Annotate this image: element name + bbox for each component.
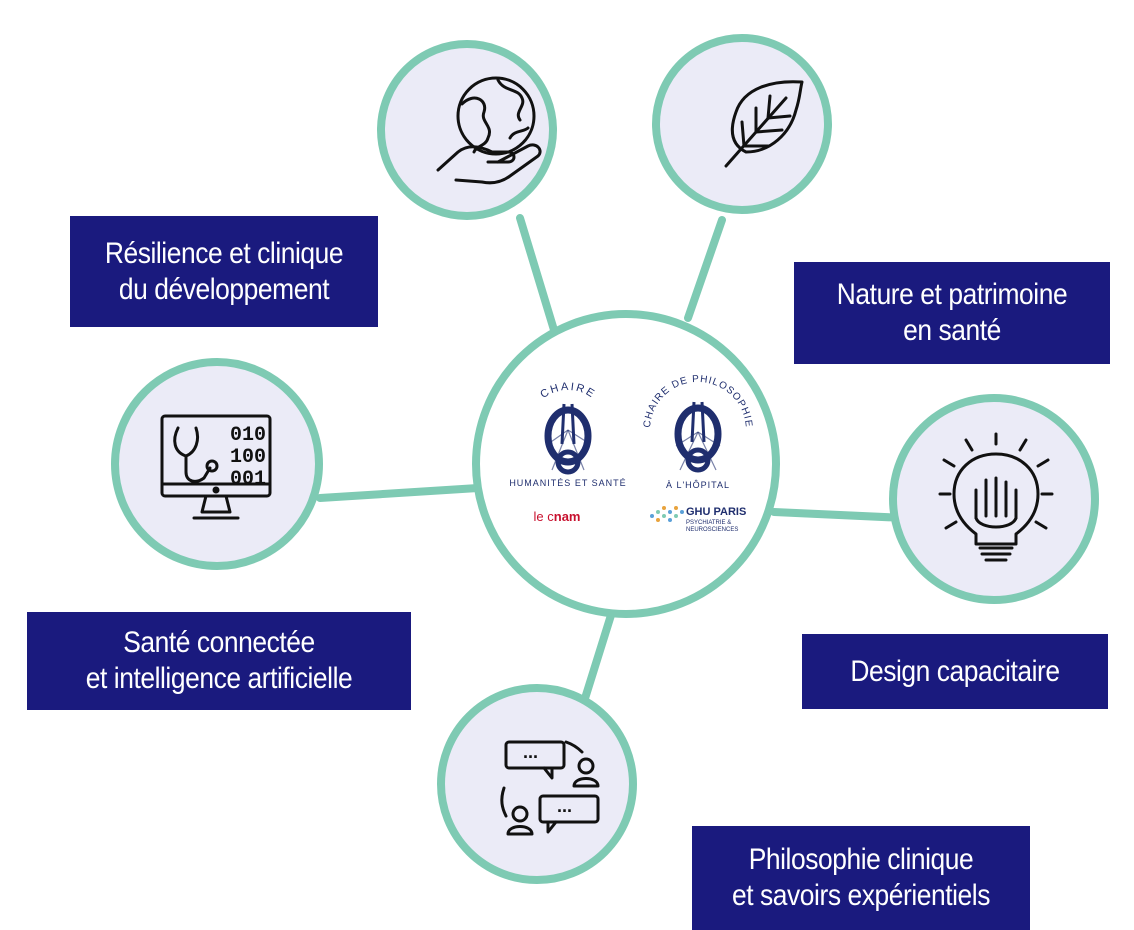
node-sante-connectee: 010 100 001 <box>111 358 323 570</box>
globe-in-hand-icon <box>436 76 542 185</box>
node-nature <box>652 34 832 214</box>
logo-right-bottom-text: À L'HÔPITAL <box>666 480 730 490</box>
logo-right-brand-sub2: NEUROSCIENCES <box>686 527 738 533</box>
label-resilience-line1: Résilience et clinique <box>104 236 344 270</box>
label-nature-line1: Nature et patrimoine <box>836 278 1068 311</box>
label-resilience: Résilience et clinique du développement <box>70 216 378 327</box>
binary-row-3: 001 <box>230 468 266 491</box>
label-design: Design capacitaire <box>802 634 1108 709</box>
label-design-line1: Design capacitaire <box>850 654 1060 688</box>
bubble-text-top: ... <box>523 742 538 762</box>
label-sante-connectee-line2: et intelligence artificielle <box>85 662 353 695</box>
bubble-text-bottom: ... <box>557 796 572 816</box>
node-resilience <box>377 40 557 220</box>
label-nature-line2: en santé <box>903 314 1001 347</box>
connector-nature <box>684 216 726 322</box>
center-node: CHAIRE HUMANITÉS ET SANTÉ le cnam CHAIRE… <box>472 310 780 618</box>
label-philosophie: Philosophie clinique et savoirs expérien… <box>692 826 1030 930</box>
logo-right-brand-sub1: PSYCHIATRIE & <box>686 520 731 526</box>
conversation-icon <box>500 740 600 836</box>
logo-left-side-text: HUMANITÉS ET SANTÉ <box>509 478 626 488</box>
label-resilience-line2: du développement <box>118 272 330 306</box>
lightbulb-fist-icon <box>938 432 1054 562</box>
label-philosophie-line1: Philosophie clinique <box>748 843 974 876</box>
connector-design <box>770 508 909 522</box>
connectors <box>316 214 909 712</box>
monitor-stethoscope-icon <box>160 414 272 520</box>
ghu-dots <box>650 506 684 522</box>
logo-left-brand: le cnam <box>534 509 581 524</box>
node-design <box>889 394 1099 604</box>
connector-resilience <box>516 214 558 334</box>
label-sante-connectee: Santé connectée et intelligence artifici… <box>27 612 411 710</box>
label-sante-connectee-line1: Santé connectée <box>123 626 315 659</box>
connector-sante-connectee <box>316 484 482 502</box>
label-nature: Nature et patrimoine en santé <box>794 262 1110 364</box>
connector-philosophie <box>578 608 616 712</box>
label-philosophie-line2: et savoirs expérientiels <box>732 879 990 912</box>
binary-row-2: 100 <box>230 446 266 469</box>
binary-row-1: 010 <box>230 424 266 447</box>
node-philosophie: ... ... <box>437 684 637 884</box>
logo-right-brand: GHU PARIS <box>686 506 746 518</box>
leaf-icon <box>724 80 804 168</box>
